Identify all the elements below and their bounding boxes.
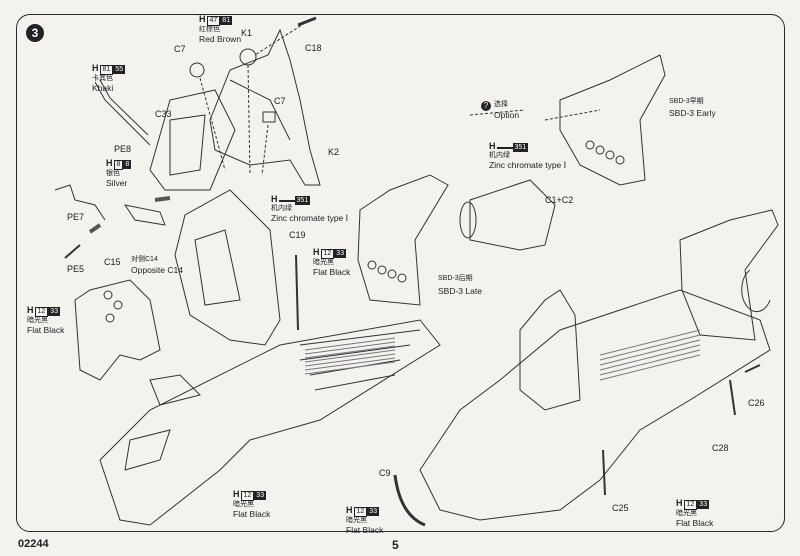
tank-c1c2: [469, 179, 556, 251]
part-c28: [729, 379, 736, 416]
part-label-k1: K1: [241, 28, 253, 38]
part-label-c26: C26: [748, 398, 765, 408]
option-label-en: Option: [494, 110, 520, 120]
seat-back-k2: [209, 28, 321, 186]
part-c19: [295, 254, 299, 331]
bulkhead-late: [357, 174, 449, 306]
part-c9: [393, 474, 426, 527]
pe8-strap: [94, 81, 151, 146]
part-c26: [744, 364, 761, 373]
option-label-cn: 选择: [494, 101, 508, 108]
bulkhead-right: [679, 209, 779, 341]
part-label-pe5: PE5: [67, 264, 85, 274]
seat-right: [519, 289, 581, 411]
page-number: 5: [392, 538, 399, 552]
part-label-pe7: PE7: [67, 212, 85, 222]
sbd3-late-en: SBD-3 Late: [438, 286, 482, 296]
part-c7-right: [262, 111, 276, 123]
sbd3-early-cn: SBD-3早期: [669, 98, 704, 105]
armor-c15: [74, 279, 161, 381]
opposite-c14-cn: 对侧C14: [131, 256, 158, 263]
bulkhead-early: [559, 54, 666, 186]
floor-left: [99, 319, 441, 526]
part-c7-top: [189, 62, 205, 78]
seat-middle: [174, 189, 281, 346]
part-label-c1c2: C1+C2: [545, 195, 574, 205]
part-label-c15: C15: [104, 257, 121, 267]
floor-right: [419, 289, 771, 521]
option-icon: ?: [481, 101, 491, 111]
part-label-c25: C25: [612, 503, 629, 513]
opposite-c14-en: Opposite C14: [131, 265, 183, 275]
part-label-pe8: PE8: [114, 144, 132, 154]
instruction-frame: [16, 14, 785, 532]
sbd3-early-en: SBD-3 Early: [669, 108, 716, 118]
part-label-c19: C19: [289, 230, 306, 240]
pe7-strap: [54, 184, 106, 221]
part-label-c7-top: C7: [174, 44, 186, 54]
kit-number: 02244: [18, 538, 49, 550]
part-label-c33: C33: [155, 109, 172, 119]
part-label-c18: C18: [305, 43, 322, 53]
part-label-c28: C28: [712, 443, 729, 453]
part-c25: [602, 449, 606, 496]
sbd3-late-cn: SBD-3后期: [438, 275, 473, 282]
seat-c33: [149, 89, 236, 191]
part-c18: [297, 16, 317, 27]
pe5-pin: [64, 244, 81, 259]
part-label-k2: K2: [328, 147, 340, 157]
step-number-badge: 3: [26, 24, 44, 42]
part-label-c7-right: C7: [274, 96, 286, 106]
part-label-c9: C9: [379, 468, 391, 478]
